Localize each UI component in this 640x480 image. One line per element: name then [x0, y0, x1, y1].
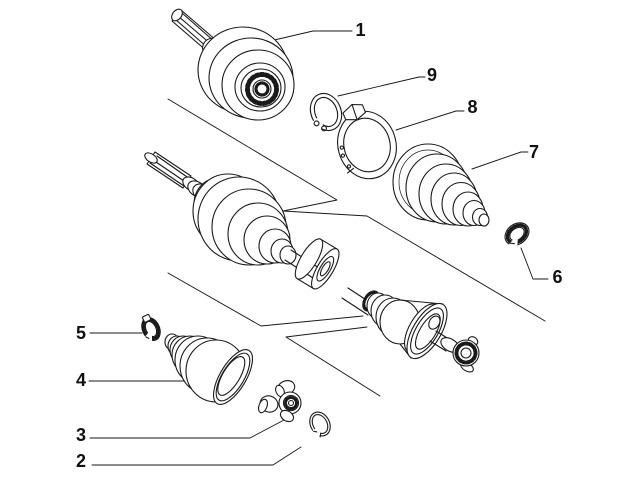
- callout-7[interactable]: 7: [529, 142, 539, 162]
- callout-9[interactable]: 9: [427, 65, 437, 85]
- leader-line-8: [395, 110, 465, 131]
- leader-line-3: [89, 419, 285, 439]
- part-clamp-8: [337, 103, 397, 180]
- callout-6[interactable]: 6: [552, 267, 562, 287]
- assembled-driveshaft: [144, 151, 480, 373]
- part-snap-ring-2: [308, 411, 331, 442]
- leader-line-7: [471, 151, 529, 170]
- part-snap-ring-9: [307, 92, 343, 138]
- leader-line-1: [269, 30, 353, 42]
- part-clamp-5: [141, 313, 161, 345]
- part-clamp-6: [504, 222, 530, 253]
- boot-mouth: [212, 349, 254, 405]
- spline-bore-icon: [245, 72, 279, 106]
- shaft-damper-bearing: [294, 238, 340, 290]
- assembly-pointer-line-bottom-a: [167, 272, 364, 327]
- part-outer-cv-joint: [171, 8, 295, 121]
- part-boot-4: [164, 333, 254, 405]
- assembly-pointer-line-bottom-b: [285, 326, 381, 397]
- part-tripod-joint: [257, 380, 302, 423]
- callout-2[interactable]: 2: [76, 451, 86, 471]
- tripod-housing-mouth: [404, 302, 448, 360]
- part-boot-7: [392, 143, 490, 227]
- leader-line-6: [520, 247, 549, 280]
- callout-4[interactable]: 4: [76, 370, 86, 390]
- callout-5[interactable]: 5: [76, 323, 86, 343]
- callout-1[interactable]: 1: [355, 20, 365, 40]
- splined-end-cap: [452, 339, 480, 367]
- callout-3[interactable]: 3: [76, 425, 86, 445]
- leader-line-2: [91, 446, 302, 466]
- callout-8[interactable]: 8: [467, 97, 477, 117]
- leader-line-9: [337, 76, 426, 97]
